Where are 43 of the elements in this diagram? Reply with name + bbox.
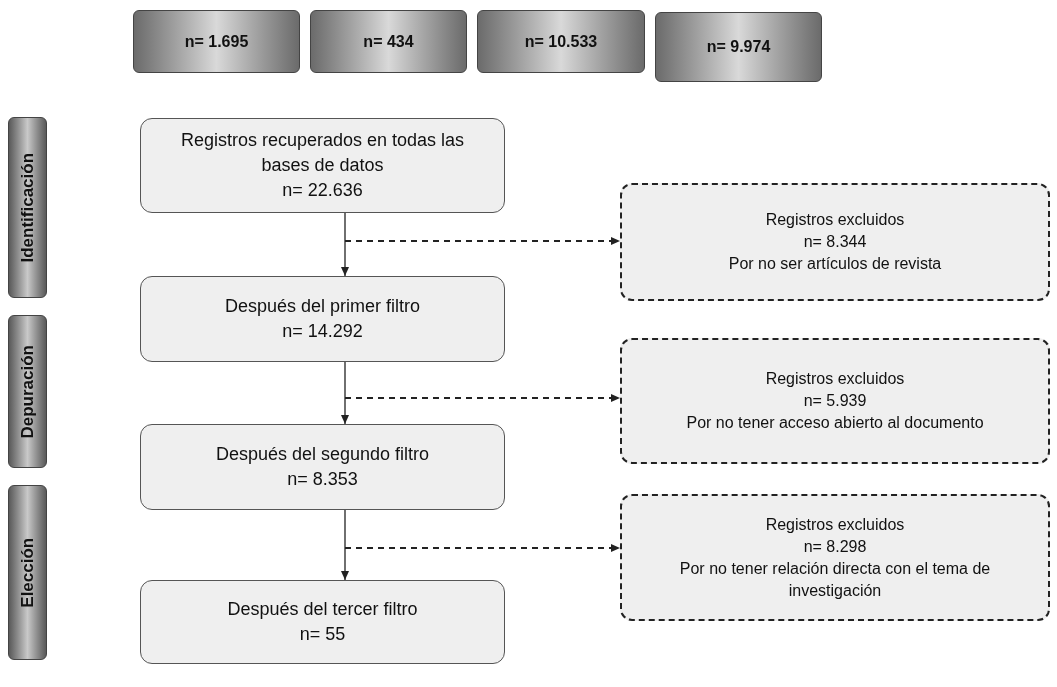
process-box: [140, 118, 505, 213]
excluded-box: [620, 494, 1050, 621]
excluded-box: [620, 183, 1050, 301]
process-box: [140, 276, 505, 362]
source-box: [655, 12, 822, 82]
box-heading: Después del segundo filtro: [215, 443, 430, 467]
box-text: n= 8.353: [287, 468, 358, 491]
box-text: Por no tener acceso abierto al documento: [686, 413, 984, 433]
excluded-box: [620, 338, 1050, 464]
arrow: [341, 212, 349, 277]
dashed-arrow: [344, 544, 621, 552]
arrow: [341, 361, 349, 425]
source-box: [310, 10, 467, 73]
dashed-arrow: [344, 237, 621, 245]
box-text: n= 9.974: [706, 37, 771, 57]
source-box: [133, 10, 300, 73]
box-heading: Registros excluidos: [765, 210, 905, 230]
arrow: [341, 509, 349, 581]
source-box: [477, 10, 645, 73]
box-text: n= 8.344: [803, 232, 867, 252]
box-heading: Registros excluidos: [765, 369, 905, 389]
box-text: n= 1.695: [184, 31, 249, 52]
box-text: n= 8.298: [803, 536, 867, 557]
box-heading: Después del primer filtro: [224, 295, 421, 319]
phase-label: Identificación: [16, 152, 38, 263]
phase-band: [8, 315, 47, 468]
box-text: n= 5.939: [803, 391, 867, 411]
phase-label: Depuración: [16, 344, 38, 439]
box-text: n= 10.533: [524, 31, 598, 52]
process-box: [140, 424, 505, 510]
box-text: Por no ser artículos de revista: [728, 254, 942, 274]
box-text: n= 14.292: [282, 320, 363, 343]
process-box: [140, 580, 505, 664]
phase-band: [8, 485, 47, 660]
box-text: n= 55: [299, 623, 346, 646]
box-heading: Registros excluidos: [765, 514, 905, 535]
dashed-arrow: [344, 394, 621, 402]
phase-label: Elección: [16, 537, 38, 608]
box-heading: Después del tercer filtro: [227, 598, 418, 622]
box-text: Por no tener relación directa con el tema de investigación: [678, 558, 992, 601]
box-text: n= 22.636: [282, 178, 363, 202]
box-text: n= 434: [363, 31, 414, 52]
phase-band: [8, 117, 47, 298]
